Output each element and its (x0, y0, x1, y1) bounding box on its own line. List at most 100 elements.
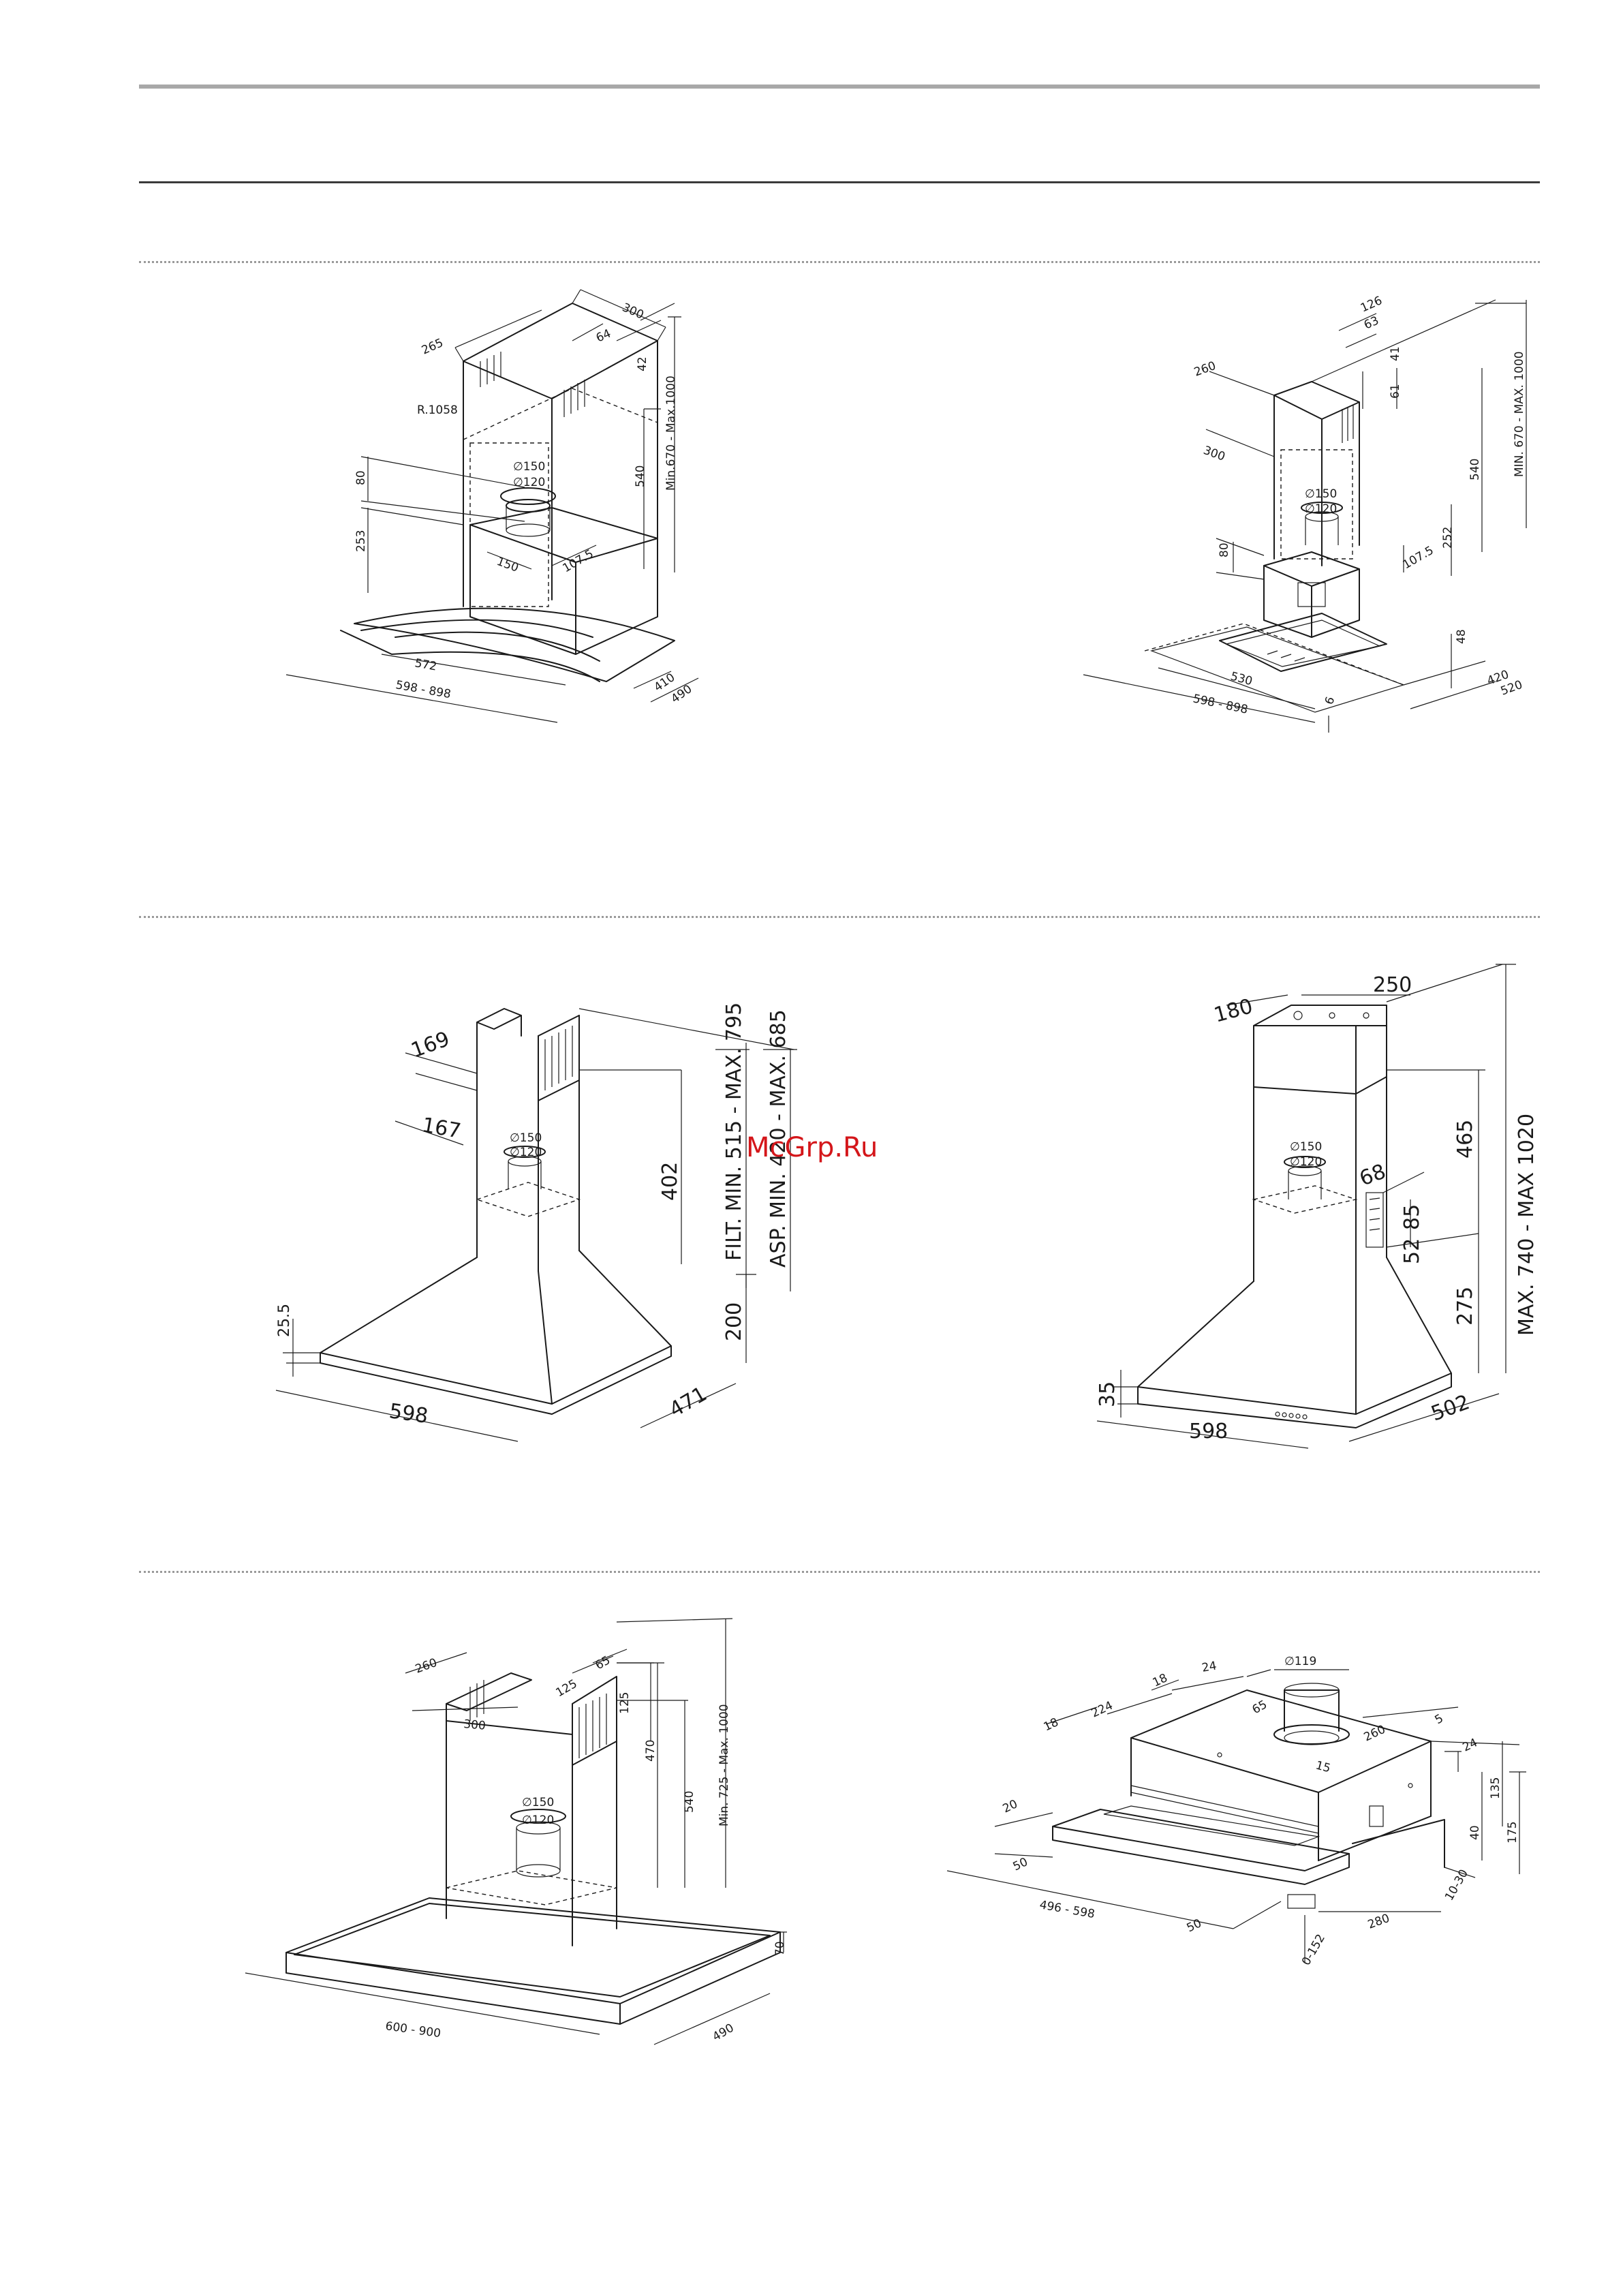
dim-label: 598 (1189, 1420, 1228, 1443)
dim-label: 252 (1441, 527, 1455, 549)
dim-label: 107.5 (1401, 544, 1436, 572)
header-rule-top (139, 85, 1540, 89)
dim-label: ∅119 (1284, 1655, 1316, 1668)
dim-label: Min.670 - Max.1000 (664, 376, 678, 491)
dim-label: Min. 725 - Max. 1000 (717, 1704, 731, 1826)
dim-label: 540 (683, 1791, 696, 1813)
watermark-text: McGrp.Ru (746, 1132, 878, 1163)
dim-label: 260 (1362, 1723, 1388, 1745)
dim-label: 50 (1011, 1855, 1030, 1873)
dim-label: 68 (1357, 1160, 1389, 1191)
dim-label: 42 (636, 356, 649, 371)
dim-label: MIN. 670 - MAX. 1000 (1513, 351, 1526, 477)
dim-label: FILT. MIN. 515 - MAX. 795 (722, 1002, 746, 1261)
dim-label: 540 (1468, 459, 1482, 480)
dim-label: ∅120 (1290, 1155, 1322, 1169)
dim-label: 65 (1250, 1698, 1270, 1717)
dim-label: 61 (1389, 384, 1402, 399)
dim-label: 167 (420, 1113, 463, 1143)
dim-label: 471 (666, 1382, 711, 1422)
dim-label: 40 (1468, 1825, 1482, 1840)
header-rule (139, 181, 1540, 183)
section-separator-2 (139, 916, 1540, 918)
dim-label: 180 (1211, 994, 1255, 1028)
dim-label: 598 - 898 (1192, 692, 1249, 717)
dim-label: R.1058 (417, 403, 458, 417)
drawing-flat-box-hood: 260 65 125 300 125 470 540 Min. 725 - Ma… (245, 1618, 787, 2045)
dim-label: 600 - 900 (384, 2019, 442, 2040)
dim-label: 25.5 (276, 1304, 293, 1337)
dim-label: 35 (1096, 1381, 1119, 1407)
dim-label: 175 (1506, 1822, 1519, 1843)
dim-label: 52 (1400, 1238, 1424, 1264)
dim-label: 24 (1461, 1736, 1480, 1754)
dim-label: 20 (1001, 1797, 1020, 1816)
dim-label: 280 (1366, 1912, 1391, 1932)
dim-label: 224 (1089, 1699, 1115, 1721)
dim-label: 0-152 (1299, 1932, 1328, 1968)
dim-label: 6 (1323, 695, 1338, 707)
dim-label: 169 (408, 1027, 453, 1062)
section-separator-3 (139, 1571, 1540, 1573)
dim-label: 24 (1201, 1659, 1218, 1674)
dim-label: ∅150 (510, 1131, 542, 1145)
dim-label: 150 (495, 555, 520, 575)
dim-label: ∅120 (1305, 502, 1337, 516)
dim-label: 465 (1453, 1120, 1477, 1159)
dim-label: 260 (414, 1656, 439, 1677)
dim-label: 260 (1192, 359, 1218, 380)
dim-label: 300 (1201, 444, 1226, 464)
dim-label: 470 (644, 1740, 658, 1762)
dim-label: 496 - 598 (1038, 1898, 1096, 1921)
dim-label: 200 (722, 1302, 746, 1341)
dim-label: 275 (1453, 1287, 1477, 1326)
dim-label: 125 (554, 1677, 580, 1700)
dim-label: 64 (594, 326, 613, 345)
drawing-box-chimney-hood: 180 250 ∅150 ∅120 465 68 85 52 MAX. 740 … (1096, 964, 1539, 1449)
dim-label: 598 (388, 1399, 430, 1428)
dim-label: ∅150 (513, 460, 545, 474)
dim-label: 18 (1042, 1715, 1061, 1734)
dim-label: 18 (1151, 1671, 1170, 1689)
dim-label: 540 (634, 465, 647, 487)
dim-label: ∅150 (1305, 487, 1337, 501)
drawing-pyramid-hood: 169 167 ∅150 ∅120 402 FILT. MIN. 515 - M… (275, 1002, 797, 1442)
dim-label: MAX. 740 - MAX 1020 (1515, 1114, 1539, 1336)
dim-label: 63 (1362, 313, 1381, 332)
dim-label: 530 (1229, 670, 1254, 689)
dim-label: 126 (1359, 294, 1385, 315)
dim-label: 300 (620, 301, 646, 322)
dim-label: 85 (1400, 1204, 1424, 1230)
dim-label: 250 (1373, 973, 1412, 997)
dim-label: ∅120 (510, 1146, 542, 1159)
dim-label: 502 (1428, 1390, 1473, 1426)
dim-label: 490 (668, 682, 694, 706)
section-separator-1 (139, 261, 1540, 263)
dim-label: 300 (463, 1717, 486, 1733)
dim-label: 48 (1455, 629, 1468, 644)
dim-label: 125 (618, 1692, 632, 1714)
dim-label: ∅150 (1290, 1140, 1322, 1154)
dim-label: 253 (354, 530, 368, 552)
dim-label: 5 (1433, 1712, 1446, 1728)
drawing-telescopic-hood: 18 224 18 24 ∅119 65 5 260 24 15 135 40 … (946, 1655, 1526, 1968)
dim-label: 572 (414, 656, 437, 673)
dim-label: 80 (1218, 542, 1231, 557)
dim-label: 265 (420, 336, 446, 357)
dim-label: ∅120 (513, 476, 545, 489)
drawing-island-hood: 126 63 41 61 260 300 MIN. 670 - MAX. 100… (1083, 294, 1527, 733)
dim-label: ASP. MIN. 420 - MAX. 685 (767, 1009, 790, 1268)
drawing-curved-glass-hood: 300 265 64 42 R.1058 Min.670 - Max.1000 … (285, 289, 699, 723)
dim-label: 598 - 898 (395, 678, 452, 701)
dim-label: 10-30 (1442, 1867, 1471, 1903)
dim-label: 135 (1489, 1777, 1502, 1799)
dim-label: 70 (773, 1941, 787, 1956)
dim-label: 15 (1314, 1759, 1332, 1776)
dim-label: 107.5 (561, 547, 596, 576)
dim-label: ∅120 (522, 1813, 554, 1827)
dim-label: 80 (354, 470, 368, 485)
dim-label: 402 (658, 1162, 682, 1201)
dim-label: ∅150 (522, 1796, 554, 1809)
dim-label: 41 (1389, 346, 1402, 361)
